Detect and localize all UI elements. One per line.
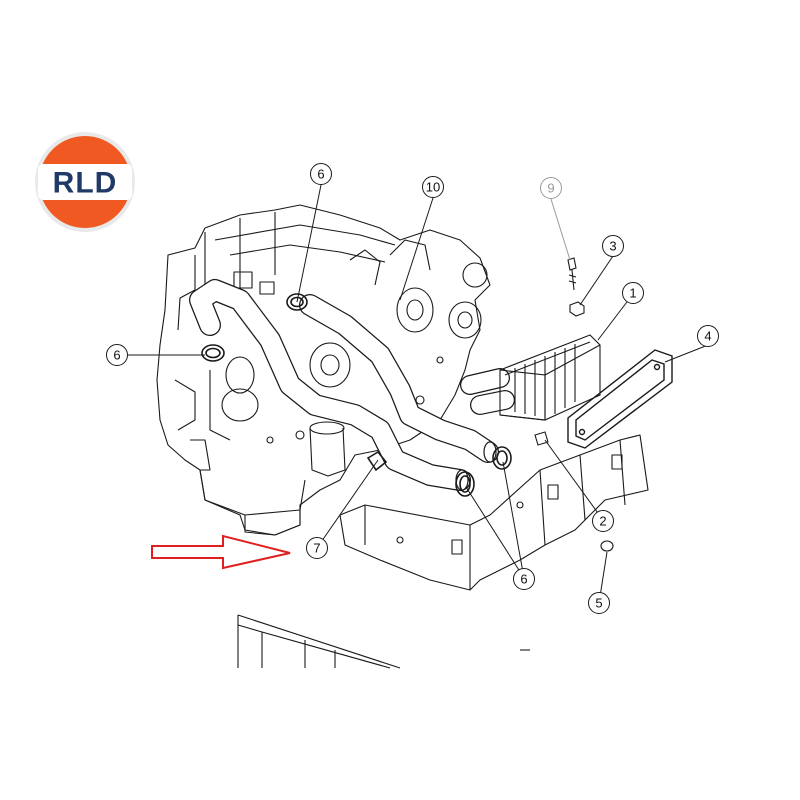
callout-1: 1 — [622, 282, 644, 304]
coolant-hoses — [189, 279, 515, 491]
frame-section — [237, 614, 530, 669]
hose-clamps — [201, 293, 512, 497]
logo-text: RLD — [53, 167, 118, 200]
callout-6-bottom: 6 — [513, 568, 535, 590]
callout-label: 1 — [629, 286, 636, 301]
callout-label: 6 — [113, 348, 120, 363]
nut-3 — [569, 301, 585, 317]
mounting-bracket — [339, 434, 649, 591]
fitting-2 — [534, 431, 549, 446]
callouts: 6 10 9 3 1 4 6 2 — [106, 163, 719, 614]
plug-5 — [600, 540, 614, 552]
oil-cooler — [499, 334, 601, 421]
callout-7: 7 — [306, 537, 328, 559]
callout-label: 6 — [317, 167, 324, 182]
callout-6-top: 6 — [310, 163, 332, 185]
engine-block — [156, 204, 491, 536]
callout-label: 2 — [599, 514, 606, 529]
callout-label: 9 — [547, 181, 554, 196]
red-arrow-pointer — [151, 534, 291, 570]
gasket — [567, 349, 673, 449]
callout-4: 4 — [697, 325, 719, 347]
callout-5: 5 — [588, 592, 610, 614]
callout-label: 3 — [609, 239, 616, 254]
callout-label: 4 — [704, 329, 711, 344]
callout-label: 10 — [426, 180, 440, 195]
callout-3: 3 — [602, 235, 624, 257]
rld-logo: RLD — [35, 132, 135, 232]
callout-6-left: 6 — [106, 344, 128, 366]
callout-label: 5 — [595, 596, 602, 611]
bolt-9 — [567, 257, 577, 291]
callout-10: 10 — [422, 176, 444, 198]
callout-label: 6 — [520, 572, 527, 587]
callout-label: 7 — [313, 541, 320, 556]
callout-9: 9 — [540, 177, 562, 199]
callout-2: 2 — [592, 510, 614, 532]
